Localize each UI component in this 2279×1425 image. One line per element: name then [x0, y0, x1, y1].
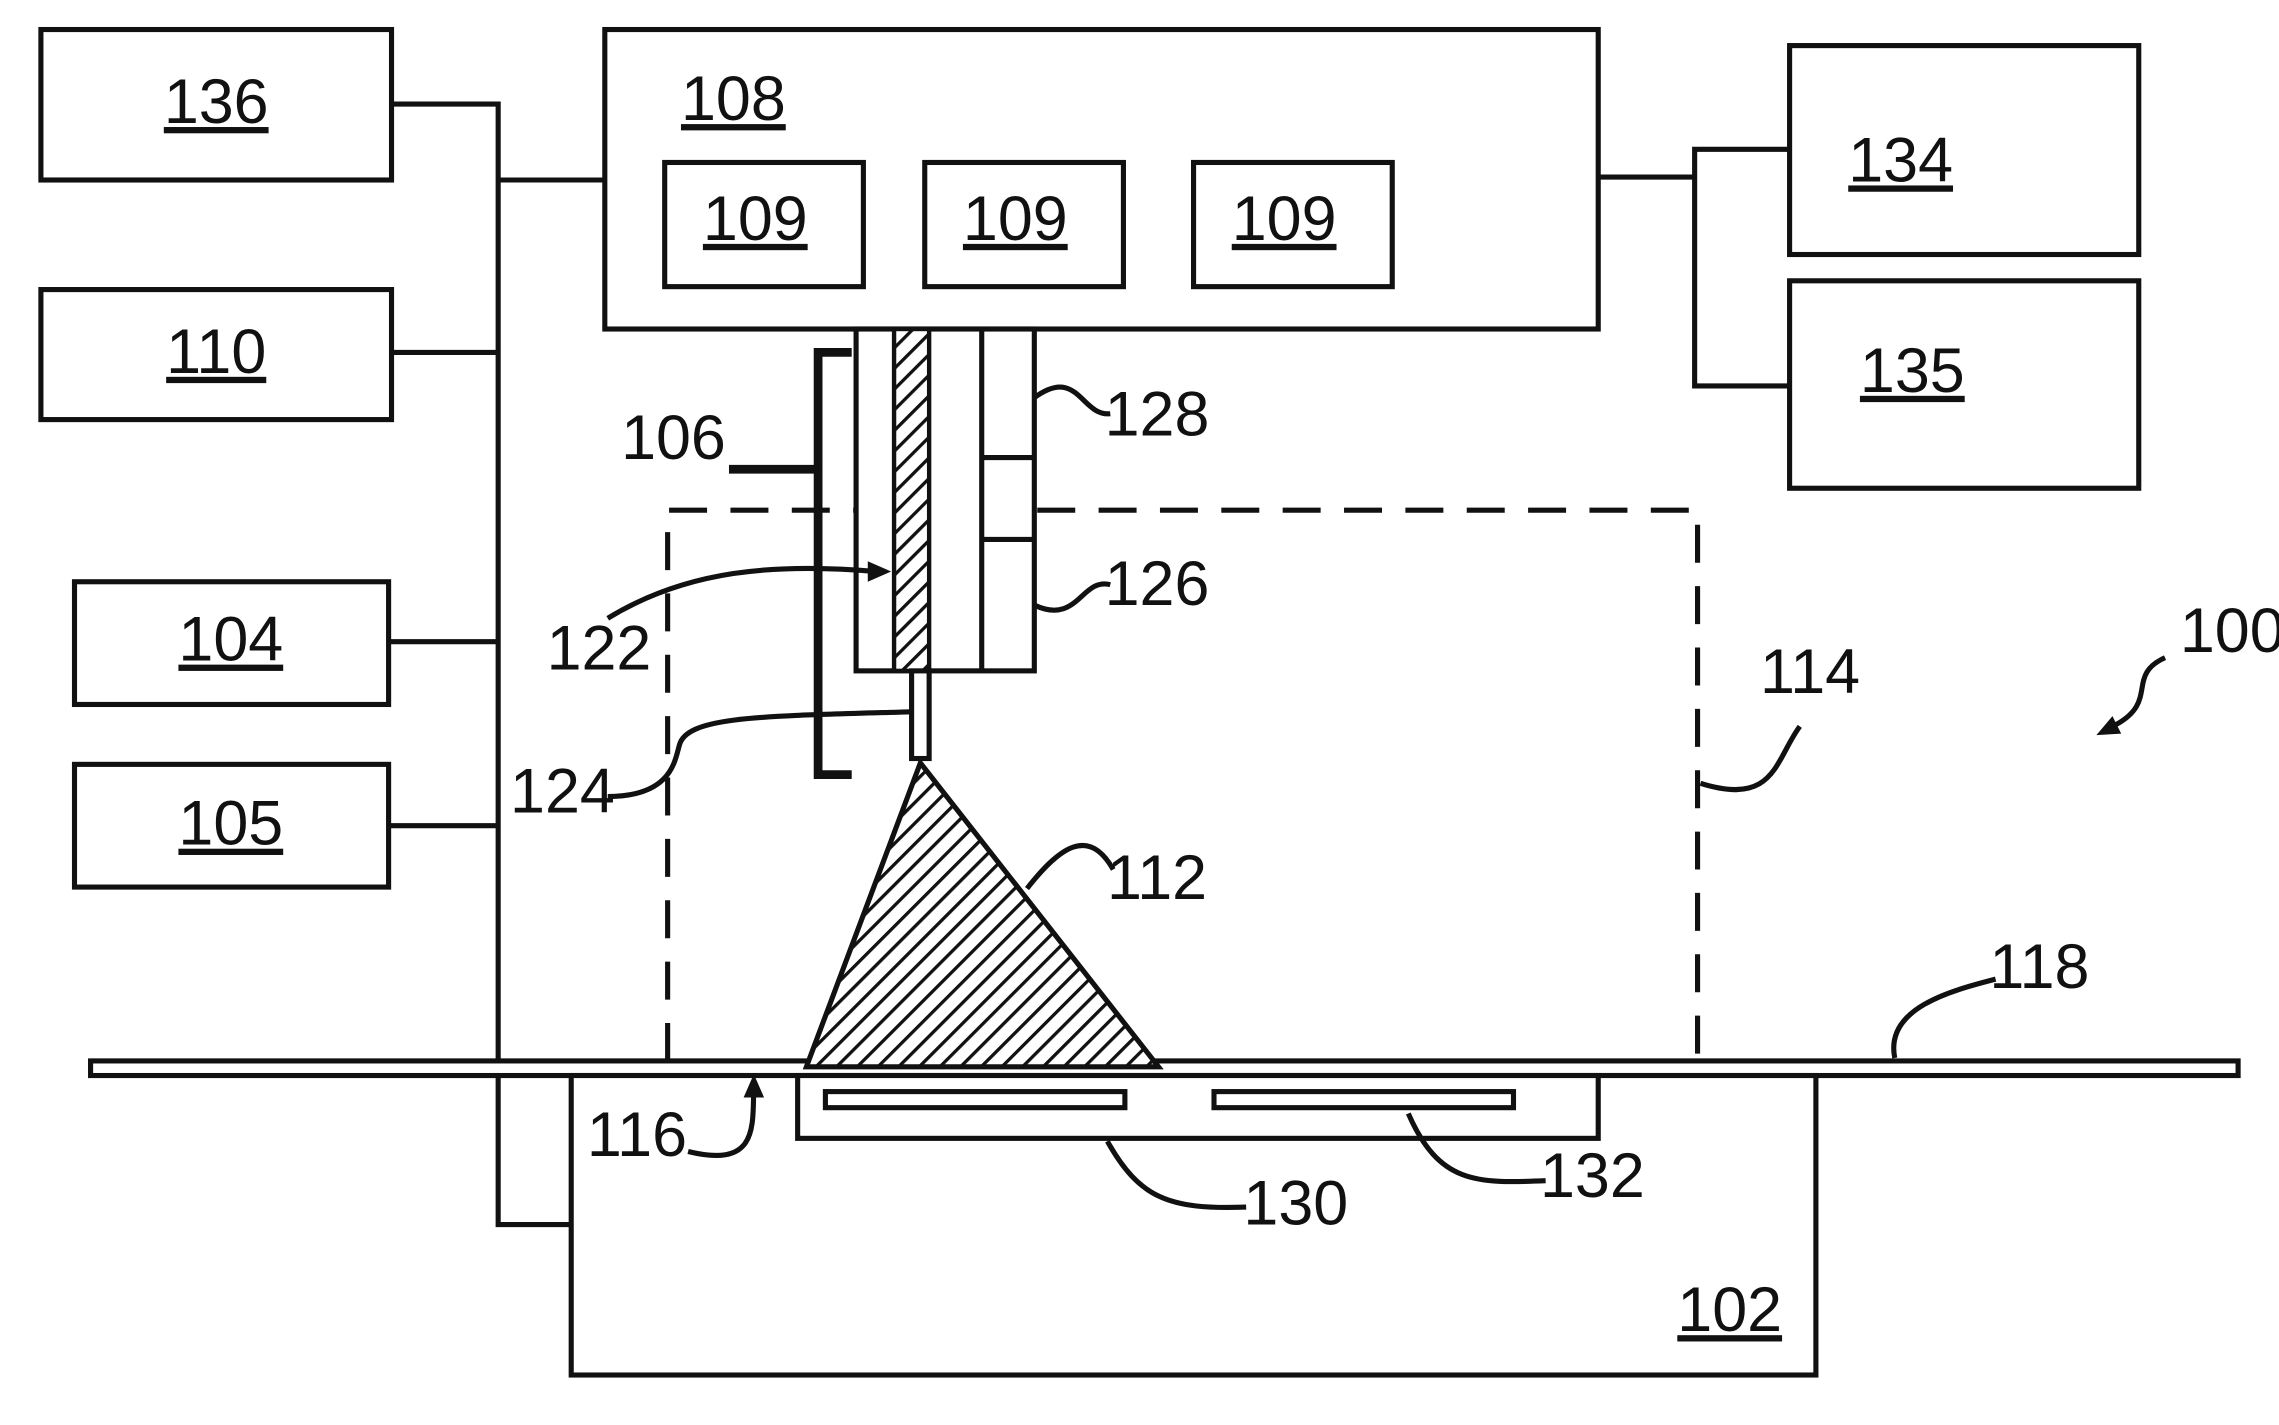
label-105: 105: [178, 789, 283, 859]
label-116: 116: [587, 1100, 687, 1170]
label-134: 134: [1848, 125, 1953, 195]
box-134: 134: [1790, 46, 2139, 255]
leader-128: 128: [1034, 380, 1209, 450]
label-104: 104: [178, 605, 283, 675]
leader-126: 126: [1034, 549, 1209, 619]
box-135: 135: [1790, 281, 2139, 488]
label-136: 136: [164, 67, 269, 137]
right-bus-wiring: [1598, 149, 1789, 386]
box-136: 136: [41, 30, 392, 180]
leader-124: 124: [510, 712, 912, 827]
box-105: 105: [75, 764, 389, 887]
box-110: 110: [41, 290, 392, 420]
reference-100: 100: [2096, 596, 2279, 735]
module-box-109-3: 109: [1194, 162, 1393, 286]
platform-118: 118: [91, 932, 2239, 1076]
label-102: 102: [1677, 1275, 1782, 1345]
label-124: 124: [510, 757, 615, 827]
label-109-1: 109: [703, 184, 808, 254]
module-box-109-2: 109: [925, 162, 1124, 286]
label-109-2: 109: [963, 184, 1068, 254]
arrow-122: 122: [547, 561, 892, 683]
label-126: 126: [1105, 549, 1210, 619]
part-112: 112: [806, 763, 1207, 1067]
label-122: 122: [547, 613, 652, 683]
label-106: 106: [621, 403, 726, 473]
label-100: 100: [2180, 596, 2279, 666]
label-132: 132: [1540, 1141, 1645, 1211]
box-104: 104: [75, 582, 389, 705]
label-135: 135: [1860, 336, 1965, 406]
printhead-106: 106: [621, 329, 1034, 775]
label-109-3: 109: [1232, 184, 1337, 254]
label-112: 112: [1107, 843, 1207, 913]
label-110: 110: [166, 317, 266, 387]
label-118: 118: [1989, 932, 2089, 1002]
label-128: 128: [1105, 380, 1210, 450]
module-box-109-1: 109: [665, 162, 864, 286]
label-114: 114: [1760, 637, 1860, 707]
label-108: 108: [681, 64, 786, 134]
label-130: 130: [1243, 1169, 1348, 1239]
